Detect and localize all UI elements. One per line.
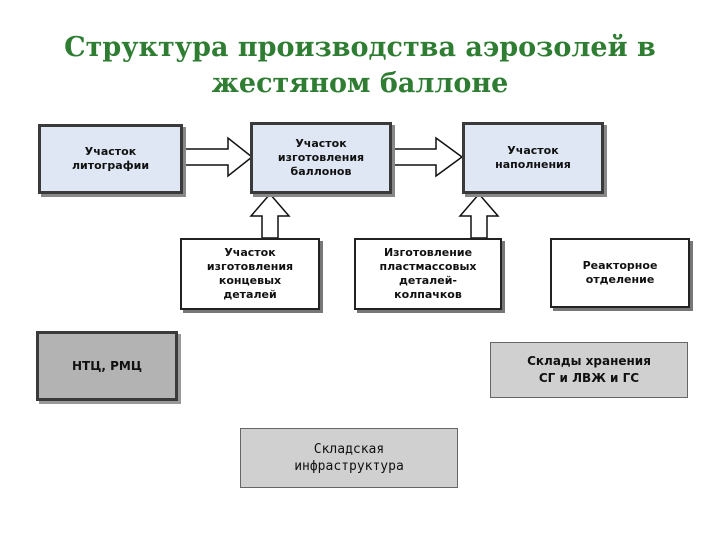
title-line-2: жестяном баллоне xyxy=(211,68,509,99)
node-can-making: Участок изготовления баллонов xyxy=(250,122,392,194)
arrow-plastic-parts-to-filling xyxy=(458,192,500,239)
diagram-title: Структура производства аэрозолей в жестя… xyxy=(0,30,720,102)
arrow-can-making-to-filling xyxy=(391,136,464,178)
node-storage: Склады хранения СГ и ЛВЖ и ГС xyxy=(490,342,688,398)
arrow-end-parts-to-can-making xyxy=(249,192,291,239)
node-ntc: НТЦ, РМЦ xyxy=(36,331,178,401)
arrow-lithography-to-can-making xyxy=(183,136,254,178)
node-lithography: Участок литографии xyxy=(38,124,183,194)
node-plastic-parts: Изготовление пластмассовых деталей- колп… xyxy=(354,238,502,310)
node-filling: Участок наполнения xyxy=(462,122,604,194)
node-reactor: Реакторное отделение xyxy=(550,238,690,308)
title-line-1: Структура производства аэрозолей в xyxy=(64,32,656,63)
node-infrastructure: Складская инфраструктура xyxy=(240,428,458,488)
node-end-parts: Участок изготовления концевых деталей xyxy=(180,238,320,310)
